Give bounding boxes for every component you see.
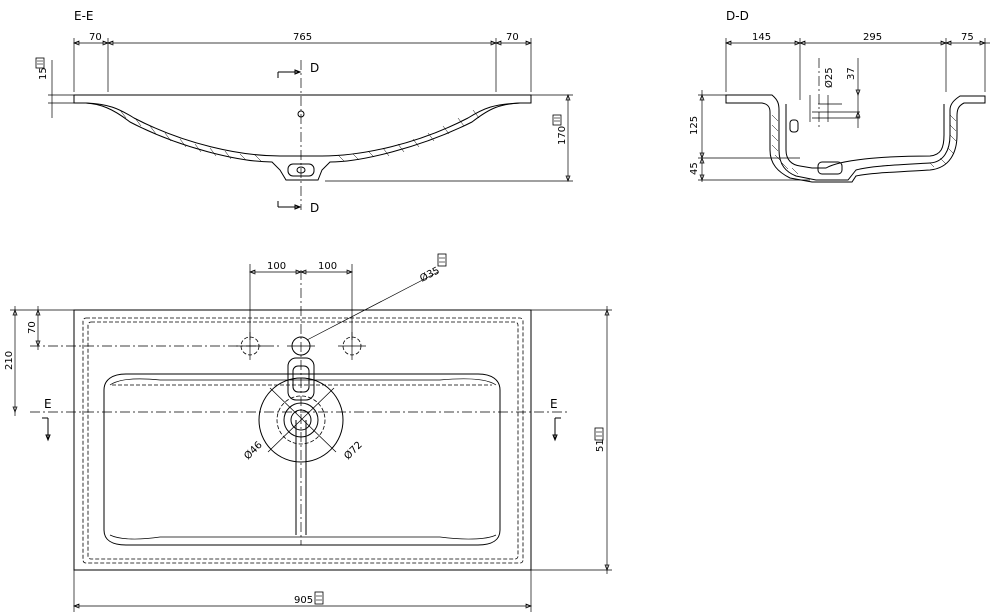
tolerance-badge [552, 114, 562, 126]
section-ee-title: E-E [74, 9, 94, 23]
section-e-left-label: E [44, 397, 52, 411]
section-ee: E-E 70 765 70 15 D [35, 9, 573, 215]
dd-dim-c: 75 [961, 32, 974, 43]
tolerance-badge [594, 427, 604, 441]
dd-dim-a: 145 [752, 32, 771, 43]
plan-dim-drain-large: Ø72 [342, 439, 365, 462]
ee-dim-rim: 15 [38, 67, 49, 80]
ee-dim-right: 70 [506, 32, 519, 43]
plan-dim-drain-small: Ø46 [242, 439, 265, 462]
plan-dim-210: 210 [4, 351, 15, 370]
ee-dim-left: 70 [89, 32, 102, 43]
dd-dim-45: 45 [689, 162, 700, 175]
plan-dim-depth: 515 [595, 433, 606, 452]
section-dd: D-D 145 295 75 Ø25 37 [689, 9, 990, 183]
ee-dim-height: 170 [557, 126, 568, 145]
section-d-top-label: D [310, 61, 319, 75]
plan-dim-100-left: 100 [267, 261, 286, 272]
plan-dim-100-right: 100 [318, 261, 337, 272]
tolerance-badge [314, 591, 324, 605]
dd-dim-b: 295 [863, 32, 882, 43]
plan-dim-70: 70 [27, 321, 38, 334]
dd-dim-diameter: Ø25 [823, 67, 835, 88]
ee-dim-middle: 765 [293, 32, 312, 43]
section-dd-title: D-D [726, 9, 749, 23]
plan-dim-width: 905 [294, 595, 313, 606]
section-e-right-label: E [550, 397, 558, 411]
plan-view: Ø46 Ø72 100 100 Ø35 70 210 E E [4, 253, 612, 612]
plan-dim-tap-hole: Ø35 [418, 264, 442, 284]
drain [258, 377, 344, 463]
tolerance-badge [35, 57, 45, 69]
dd-dim-37: 37 [846, 67, 857, 80]
dd-dim-125: 125 [689, 116, 700, 135]
section-d-bottom-label: D [310, 201, 319, 215]
tolerance-badge [437, 253, 447, 267]
